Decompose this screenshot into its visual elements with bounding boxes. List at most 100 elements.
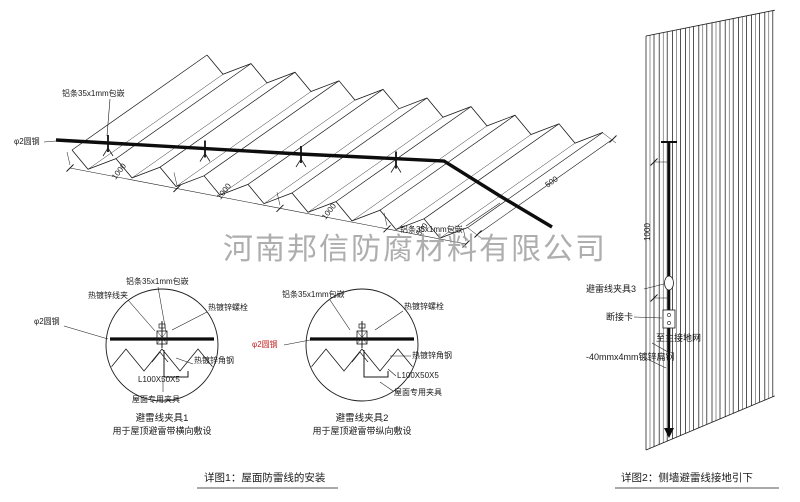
detail2-label-roof-clamp: 屋面专用夹具 [394, 387, 442, 397]
wall-dimension [650, 158, 670, 302]
nut [358, 323, 366, 329]
roof-ridge-line [175, 91, 312, 187]
roof-dimension-lines [66, 132, 617, 248]
detail2-label-round-steel: φ2圆钢 [252, 339, 278, 349]
corrugated-wall [645, 9, 775, 451]
roof-label-round-steel: φ2圆钢 [14, 136, 40, 146]
dim-line-bottom [69, 167, 467, 245]
leader-line [63, 325, 109, 340]
wall-dim-label-1000: 1000 [643, 223, 652, 241]
roof-ridge-line [87, 74, 224, 170]
detail1-label-roof-clamp: 屋面专用夹具 [132, 394, 180, 404]
detail1-label-aluminum: 铝条35x1mm包嵌 [126, 276, 189, 286]
wire-clamp-body [356, 330, 368, 345]
dim-label-500-2: 500 [544, 174, 561, 189]
leader-line [43, 140, 57, 143]
detail2-label-angle-steel: 热镀锌角钢 [412, 350, 452, 360]
roof-ridge-line [335, 106, 472, 202]
dim-label-1000-1: 1000 [110, 161, 128, 181]
wall-bottom-edge [645, 395, 775, 451]
leader-line [157, 286, 167, 333]
dim-extension [602, 132, 617, 144]
leader-line [171, 311, 208, 331]
dim-label-1000-3: 1000 [320, 201, 338, 221]
roof-ridge-line [219, 99, 356, 196]
wire-clamp-body [156, 330, 168, 345]
detail2-label-aluminum: 铝条35x1mm包嵌 [282, 289, 345, 299]
dim-extension [383, 212, 388, 226]
wall-label-disconnect: 断接卡 [606, 311, 633, 322]
detail1-circle [105, 288, 219, 402]
caption-detail2: 详图2：侧墙避雷线接地引下 [621, 471, 753, 484]
leader-line [106, 98, 111, 137]
detail2-circle [305, 288, 419, 402]
dim-tick [650, 158, 658, 166]
dim-extension [462, 227, 467, 242]
wire-clamp-bracket [295, 158, 307, 168]
roof-back-edge [206, 54, 604, 144]
dim-tick [650, 294, 658, 302]
leader-line [329, 299, 351, 331]
disconnect-bolt [667, 313, 671, 317]
roof-ridge-line [247, 89, 384, 185]
leader-line [651, 342, 669, 353]
leader-line [127, 299, 156, 332]
leader-line [387, 368, 397, 377]
disconnect-link [662, 309, 676, 329]
wall-label-flat-steel: -40mmx4mm镀锌扁钢 [586, 351, 675, 362]
caption-detail1: 详图1：屋面防雷线的安装 [204, 471, 326, 484]
wall-top-edge [645, 9, 775, 37]
dim-line-right [477, 138, 614, 235]
detail1-assembly [107, 321, 217, 378]
roof-ridge-line [131, 82, 268, 179]
roof-label-aluminum-strip-right: 铝条35x1mm包嵌 [400, 224, 463, 234]
roof-grip-clamp [151, 351, 169, 363]
wire-clamp-bracket [390, 163, 402, 173]
detail2-title: 避雷线夹具2 [336, 412, 389, 424]
wall-label-to-ground: 至主接地网 [656, 332, 701, 343]
angle-steel [163, 350, 189, 378]
wire-clamp-bracket [199, 152, 211, 162]
dim-tick [66, 164, 74, 172]
detail2-label-angle-size: L100X50X5 [397, 371, 439, 380]
dim-tick [609, 135, 617, 143]
detail1-label-round-steel: φ2圆钢 [34, 316, 60, 326]
ground-arrow [664, 428, 674, 438]
lightning-wire [55, 138, 553, 229]
company-watermark: 河南邦信防腐材料有限公司 [223, 233, 607, 266]
roof-ridge-line [351, 125, 488, 222]
wall-wire-clamp [664, 275, 674, 291]
dim-extension [173, 172, 178, 186]
dim-tick [173, 184, 181, 193]
detail1-label-bolt: 热镀锌螺栓 [208, 302, 248, 312]
roof-ridge-line [71, 54, 208, 151]
sheet-profile [107, 348, 217, 372]
roof-ridge-line [307, 117, 444, 213]
dim-tick [474, 230, 482, 238]
detail2-label-bolt: 热镀锌螺栓 [404, 301, 444, 311]
leader-line [379, 381, 394, 392]
detail2-subtitle: 用于屋顶避雷带纵向敷设 [312, 425, 411, 436]
leader-line [374, 310, 404, 331]
leader-line [465, 202, 501, 227]
roof-ridge-line [159, 71, 296, 168]
wall-label-clamp3: 避雷线夹具3 [586, 283, 636, 294]
leader-line [643, 283, 665, 290]
clamp-cross [156, 330, 168, 345]
roof-ridge-line [395, 134, 532, 230]
detail2-assembly [307, 321, 417, 378]
disconnect-bolt [667, 321, 671, 325]
roof-ridge-line [115, 63, 252, 159]
leader-line [633, 316, 663, 319]
detail1-title: 避雷线夹具1 [136, 412, 189, 424]
roof-ridge-line [423, 123, 560, 220]
angle-steel [363, 350, 389, 378]
detail1-label-wire-clamp: 热镀锌线夹 [88, 290, 128, 300]
wire-clamp-bracket [102, 147, 114, 157]
roof-ridge-line [291, 97, 428, 194]
roof-wire-clamps [102, 135, 402, 173]
roof-grip-clamp [351, 351, 369, 363]
dim-tick [462, 240, 470, 248]
roof-label-aluminum-strip-top: 铝条35x1mm包嵌 [62, 88, 125, 98]
